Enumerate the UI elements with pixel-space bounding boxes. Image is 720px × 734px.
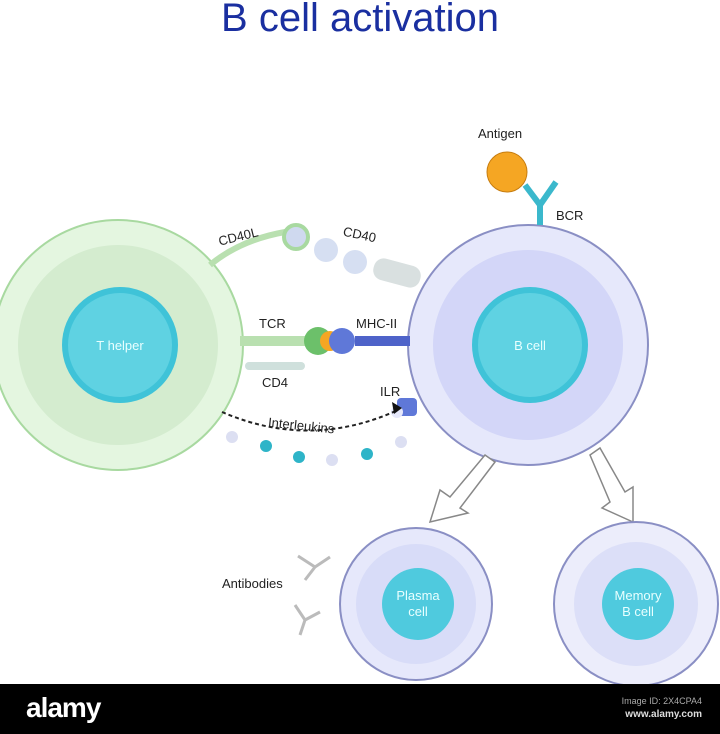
alamy-logo: alamy xyxy=(26,692,101,723)
antibody-icons xyxy=(293,554,331,636)
bcr-receptor xyxy=(522,180,559,225)
antigen-label: Antigen xyxy=(478,126,523,141)
bcr-label: BCR xyxy=(556,208,584,223)
antibodies-label: Antibodies xyxy=(222,576,283,591)
image-id: Image ID: 2X4CPA4 xyxy=(621,696,702,706)
b-cell-label: B cell xyxy=(514,338,546,353)
tcr-label: TCR xyxy=(259,316,286,331)
page-title: B cell activation xyxy=(221,0,499,40)
footer-url: www.alamy.com xyxy=(625,709,702,720)
cd4-label: CD4 xyxy=(262,375,289,390)
memory-label-1: Memory xyxy=(614,588,662,603)
t-helper-label: T helper xyxy=(96,338,144,353)
mhc2-label: MHC-II xyxy=(356,316,398,331)
t-helper-cell xyxy=(0,219,244,471)
arrow-to-memory-icon xyxy=(589,446,634,524)
plasma-label-1: Plasma xyxy=(396,588,440,603)
memory-label-2: B cell xyxy=(622,604,654,619)
arrow-to-plasma-icon xyxy=(428,453,497,524)
ilr-label: ILR xyxy=(380,384,401,399)
footer-bar: alamy Image ID: 2X4CPA4 www.alamy.com xyxy=(0,684,720,734)
antigen-icon xyxy=(486,151,528,193)
plasma-label-2: cell xyxy=(408,604,428,619)
